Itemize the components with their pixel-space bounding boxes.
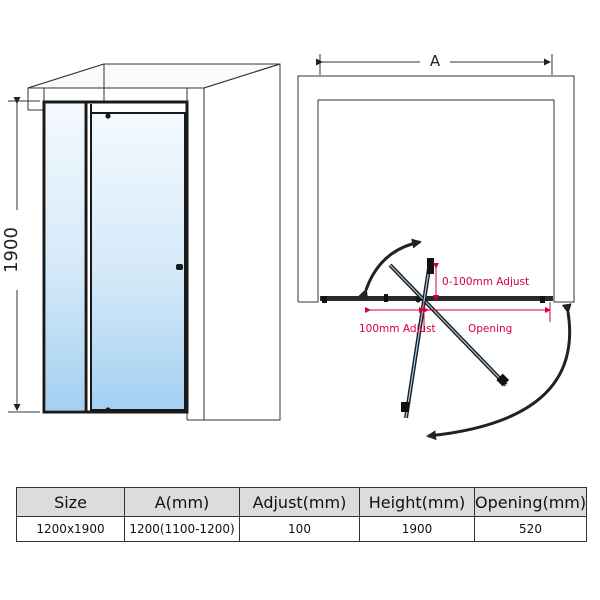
plan-view: A 0-100mm Adjust 100mm Adjust xyxy=(297,52,575,441)
header-opening: Opening(mm) xyxy=(474,487,587,517)
adjust-range-label: 0-100mm Adjust xyxy=(442,276,529,288)
opening-dimension xyxy=(423,302,551,322)
adjust-side-label: 100mm Adjust xyxy=(359,323,436,335)
plan-enclosure-outline xyxy=(297,75,575,303)
header-a: A(mm) xyxy=(124,487,240,517)
cell-height: 1900 xyxy=(359,516,475,542)
swing-arrow-outward-icon xyxy=(426,303,572,441)
header-height: Height(mm) xyxy=(359,487,475,517)
cell-size: 1200x1900 xyxy=(16,516,125,542)
spec-table: Size A(mm) Adjust(mm) Height(mm) Opening… xyxy=(16,487,587,542)
bottom-hinge-pivot xyxy=(105,407,111,413)
door-handle-icon xyxy=(176,264,183,270)
alcove-left-wall xyxy=(27,87,45,111)
door-frame xyxy=(42,100,189,414)
header-size: Size xyxy=(16,487,125,517)
height-dimension-line xyxy=(8,97,40,413)
shower-door-diagram: 1900 A 0-100mm Adjust xyxy=(1,52,575,441)
height-label: 1900 xyxy=(1,227,22,273)
opening-label: Opening xyxy=(468,323,512,335)
width-label: A xyxy=(430,52,441,70)
top-hinge-pivot xyxy=(105,113,111,119)
swing-arrow-inward-icon xyxy=(358,238,422,300)
cell-adjust: 100 xyxy=(239,516,360,542)
cell-opening: 520 xyxy=(474,516,587,542)
table-row: 1200x1900 1200(1100-1200) 100 1900 520 xyxy=(16,516,587,542)
door-glass-panel xyxy=(92,114,185,410)
perspective-view: 1900 xyxy=(1,63,281,421)
spec-table-header-row: Size A(mm) Adjust(mm) Height(mm) Opening… xyxy=(16,487,587,517)
cell-a: 1200(1100-1200) xyxy=(124,516,240,542)
fixed-glass-panel xyxy=(46,104,84,410)
header-adjust: Adjust(mm) xyxy=(239,487,360,517)
